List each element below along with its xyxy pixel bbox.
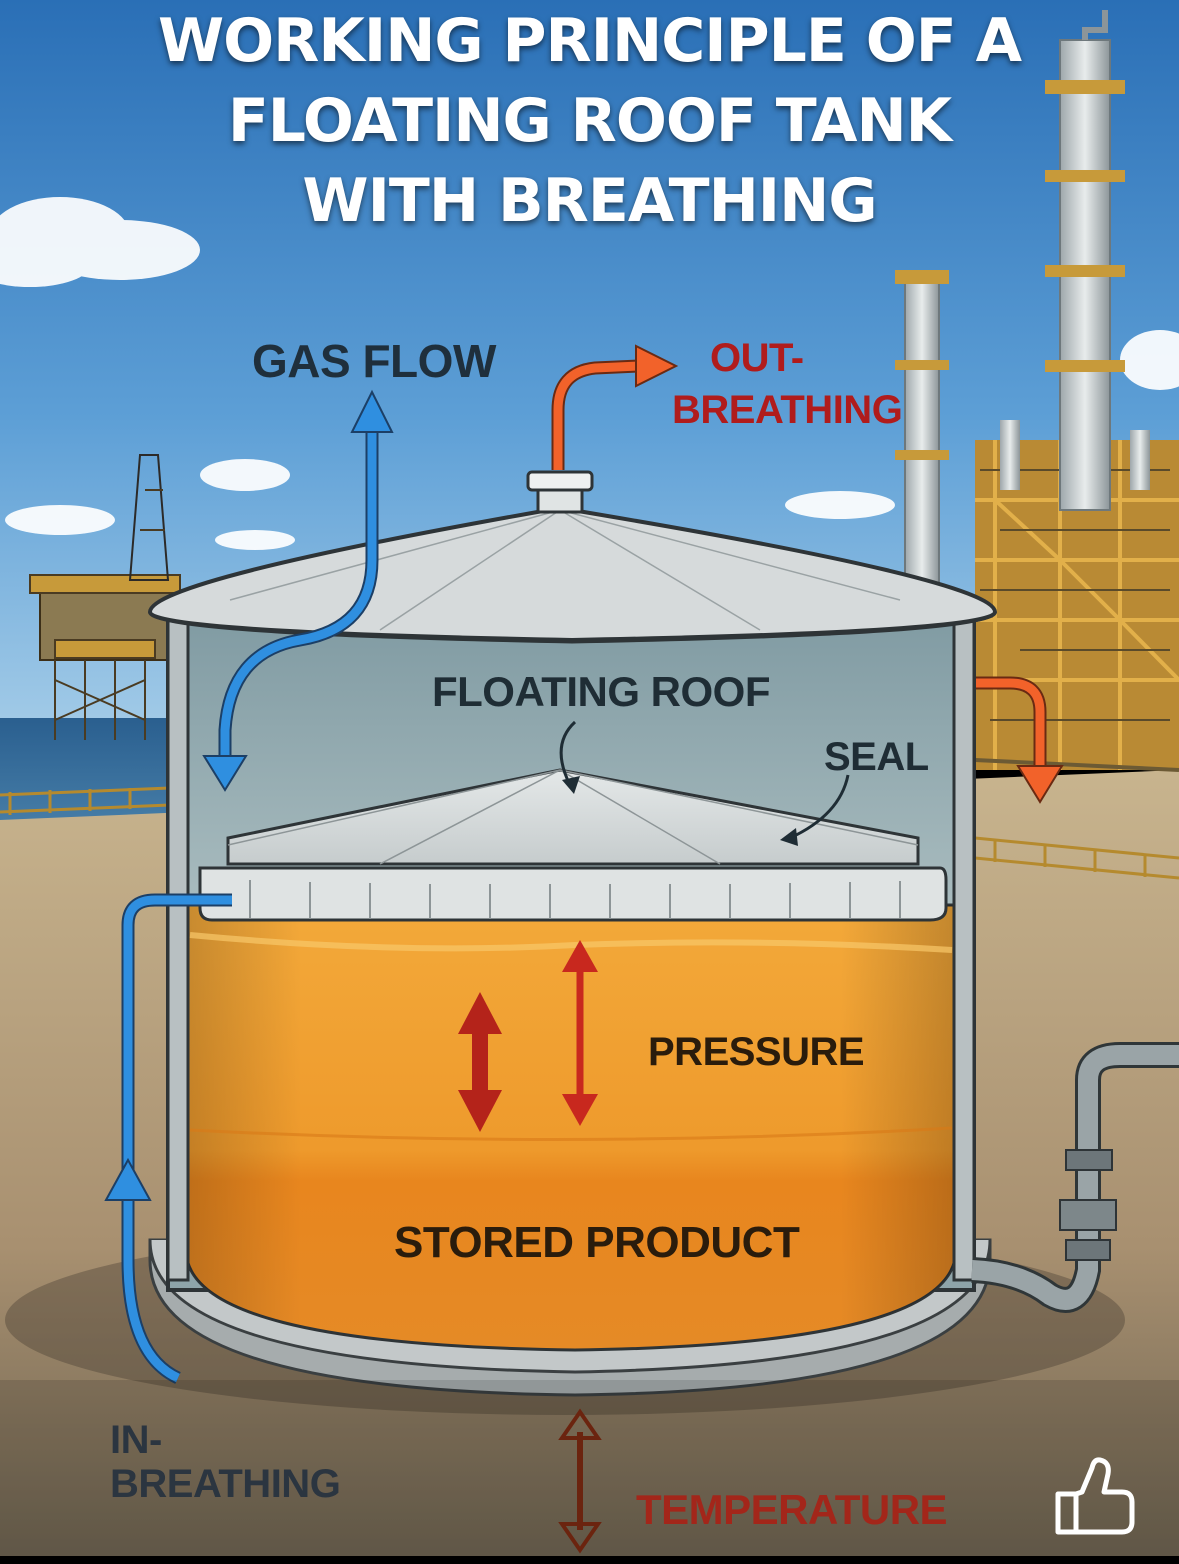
in-breathing-label-line1: IN-	[110, 1418, 162, 1462]
pressure-arrows	[458, 940, 598, 1132]
in-breathing-label-line2: BREATHING	[110, 1462, 341, 1506]
seal-label: SEAL	[824, 735, 929, 779]
refinery-structure	[895, 10, 1179, 781]
thumbs-up-icon[interactable]	[1052, 1456, 1138, 1540]
title-line-1: WORKING PRINCIPLE OF A	[157, 6, 1022, 76]
stored-product-label: STORED PRODUCT	[394, 1218, 800, 1267]
title-line-3: WITH BREATHING	[302, 166, 877, 236]
out-breathing-label-line1: OUT-	[710, 336, 804, 380]
temperature-label: TEMPERATURE	[636, 1486, 948, 1533]
title-line-2: FLOATING ROOF TANK	[227, 86, 952, 156]
floating-roof-label: FLOATING ROOF	[432, 668, 771, 715]
gas-flow-label: GAS FLOW	[252, 335, 496, 387]
pressure-label: PRESSURE	[648, 1030, 865, 1074]
out-breathing-label-line2: BREATHING	[672, 388, 903, 432]
